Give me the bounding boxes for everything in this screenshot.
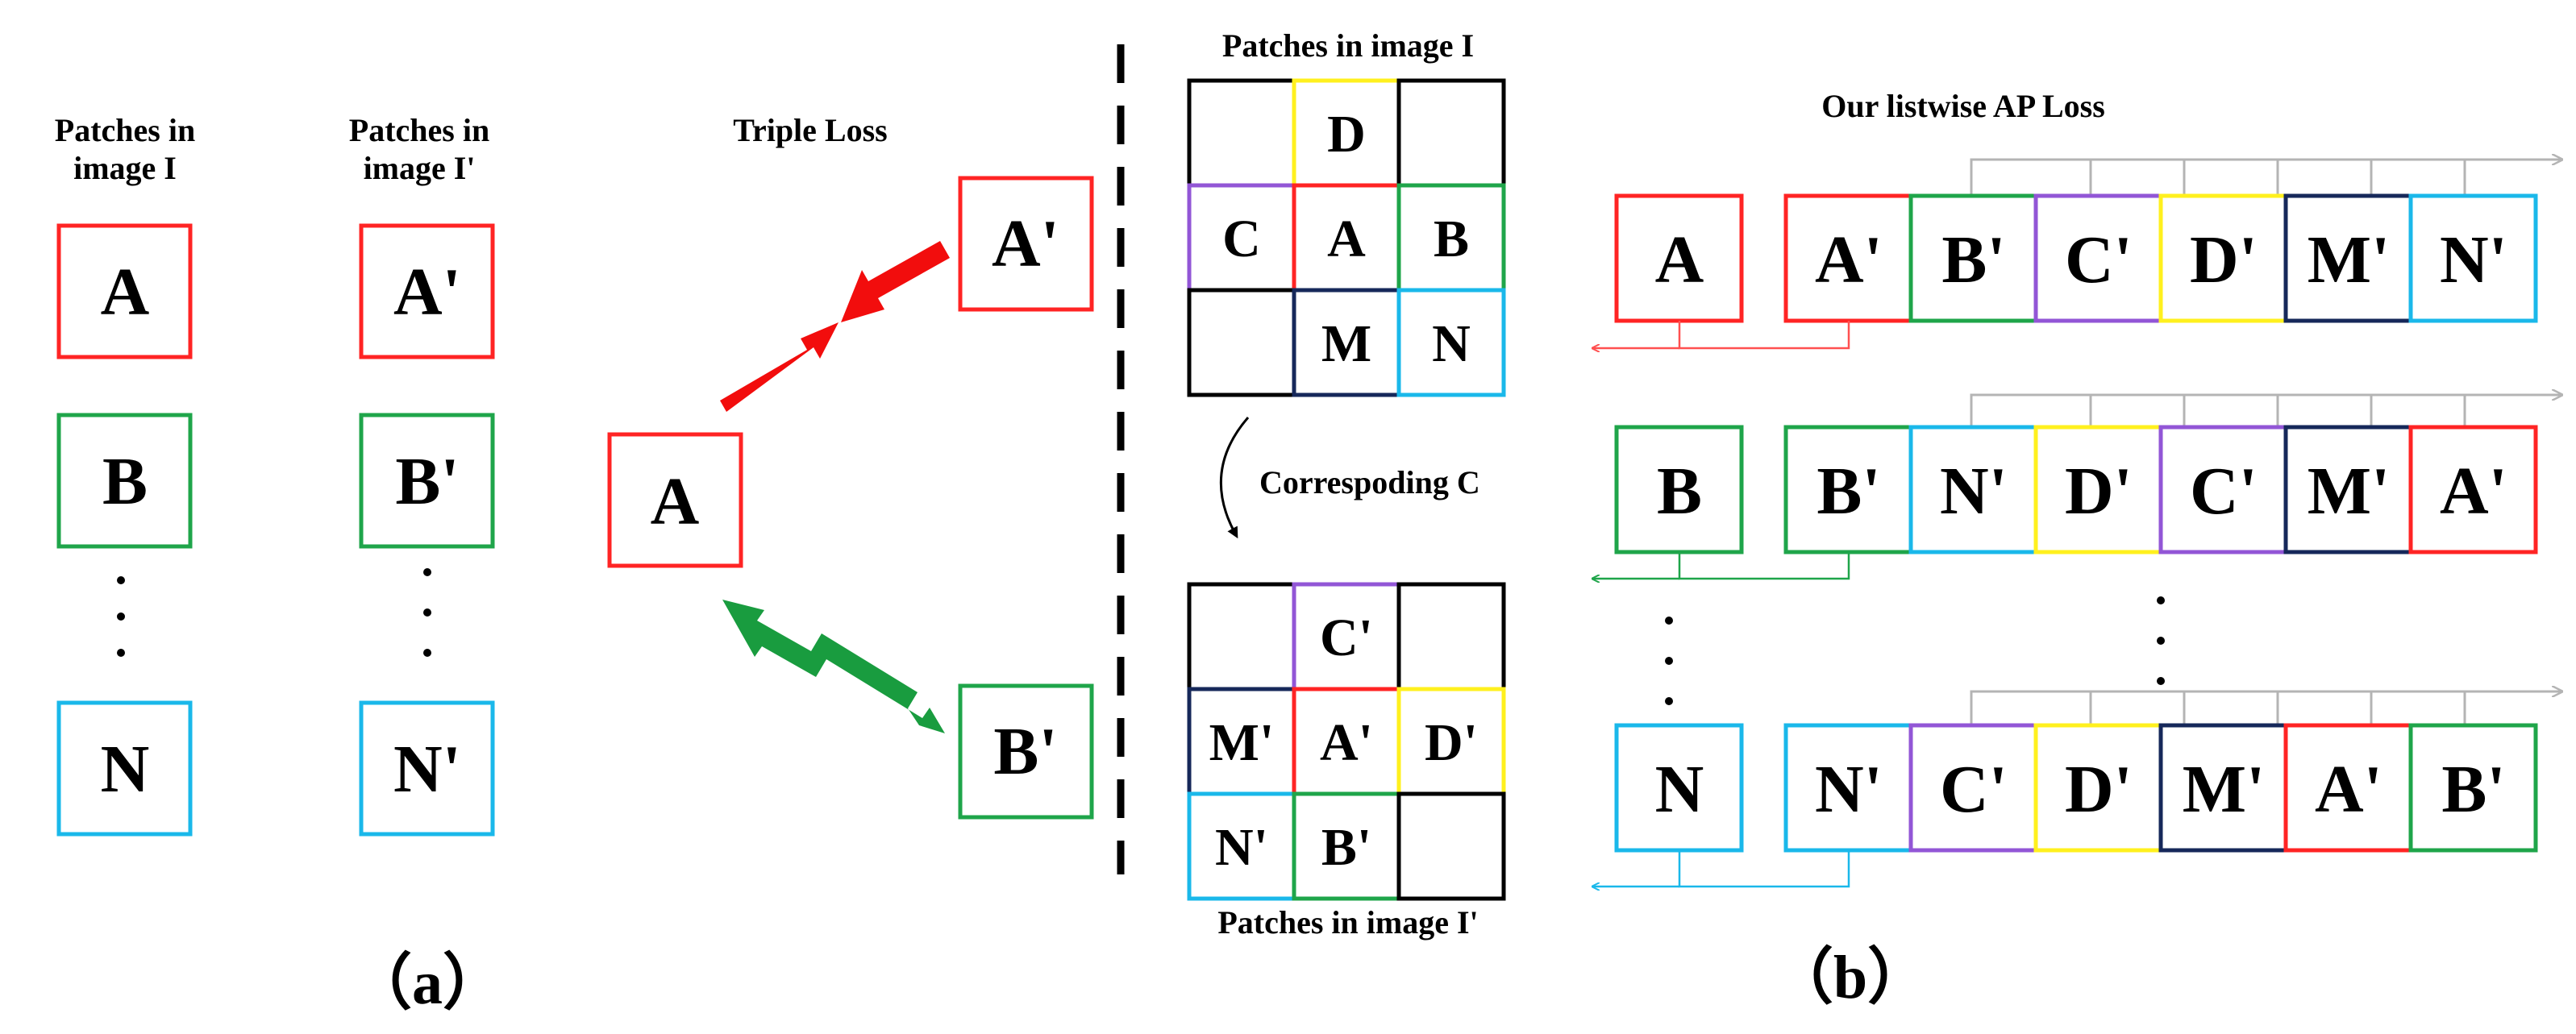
row1-item-5 [2408, 193, 2538, 323]
grid-bottom-label-7: B' [1321, 818, 1371, 877]
rank-row-2: B B' N' D' C' M' A' [1592, 395, 2562, 579]
patch-box-a-prime [359, 223, 495, 359]
patch-label-n: N [101, 732, 150, 807]
correspondence-arrow [1219, 417, 1250, 539]
row3-query-label: N [1655, 752, 1704, 827]
grid-top-label-1: D [1327, 105, 1366, 164]
row1-connector-ticks [2089, 160, 2466, 196]
rows-ellipsis-left [1665, 617, 1673, 705]
row3-item-2-label: D' [2065, 752, 2133, 827]
row1-bottom-bracket [1678, 321, 1850, 350]
panel-a-lists: Patches in image I Patches in image I' A… [55, 112, 495, 837]
row2-connector-ticks [2089, 395, 2466, 427]
pull-arrow-from-positive [841, 241, 950, 322]
rank-row-3: N N' C' D' M' A' B' [1592, 691, 2562, 887]
grid-top-cell-0 [1187, 78, 1296, 188]
row1-top-connector [1970, 160, 2562, 196]
push-arrow [722, 600, 945, 733]
grid-top-label-3: C [1222, 210, 1261, 268]
grid-top-label-5: B [1434, 210, 1469, 268]
row3-item-5 [2408, 723, 2538, 853]
patch-label-b: B [102, 444, 148, 519]
col2-ellipsis [423, 568, 431, 657]
grid-bottom-label-4: A' [1320, 713, 1373, 772]
row2-bottom-bracket [1678, 552, 1850, 580]
row1-query-label: A [1655, 222, 1704, 297]
row3-item-0-label: N' [1815, 752, 1883, 827]
negative-box [958, 683, 1094, 820]
row2-item-0-label: B' [1817, 454, 1880, 529]
grid-bottom-label-5: D' [1425, 713, 1478, 772]
grid-top-label-7: M [1321, 314, 1371, 373]
ap-loss-title: Our listwise AP Loss [1821, 88, 2105, 124]
patch-box-n-prime [359, 700, 495, 837]
grid-top-label-4: A [1327, 210, 1366, 268]
row1-item-5-label: N' [2440, 222, 2507, 297]
triple-loss-title: Triple Loss [733, 112, 888, 148]
patch-box-n [56, 700, 193, 837]
col1-ellipsis [117, 576, 125, 657]
grid-bottom-caption: Patches in image I' [1217, 904, 1478, 941]
row2-item-2-label: D' [2065, 454, 2133, 529]
row2-item-1-label: N' [1940, 454, 2008, 529]
patch-label-b-prime: B' [395, 444, 459, 519]
grid-top-label-8: N [1432, 314, 1471, 373]
sublabel-a: （a） [351, 949, 504, 1017]
grid-top-cell-8 [1396, 288, 1506, 397]
col1-caption-line1: Patches in [55, 112, 195, 148]
positive-box [958, 176, 1094, 312]
patch-label-a: A [101, 255, 150, 330]
grid-top-cell-2 [1396, 78, 1506, 188]
positive-label: A' [992, 206, 1059, 281]
patch-box-b [56, 413, 193, 549]
pull-arrow-from-anchor [720, 322, 839, 412]
panel-b: Our listwise AP Loss A A' B' C' D' M' N' [1592, 88, 2562, 1011]
row1-item-2-label: C' [2065, 222, 2133, 297]
anchor-box [607, 432, 743, 568]
grid-top-cell-6 [1187, 288, 1296, 397]
patch-box-b-prime [359, 413, 495, 549]
correspondence-group: Patches in image I D C A B M N Correspod… [1187, 27, 1506, 941]
col2-caption-line1: Patches in [349, 112, 489, 148]
row2-query-label: B [1657, 454, 1702, 529]
row2-item-5 [2408, 425, 2538, 554]
row3-top-connector [1970, 691, 2562, 725]
patch-label-n-prime: N' [393, 732, 461, 807]
patch-label-a-prime: A' [393, 255, 461, 330]
row1-item-0-label: A' [1815, 222, 1883, 297]
triple-loss-group: Triple Loss A A' B' [607, 112, 1094, 820]
negative-label: B' [993, 714, 1057, 789]
col2-caption-line2: image I' [364, 150, 476, 186]
row1-item-3-label: D' [2190, 222, 2258, 297]
row2-item-3-label: C' [2190, 454, 2258, 529]
grid-bottom-cell-8 [1396, 791, 1506, 901]
row2-item-4-label: M' [2308, 454, 2391, 529]
row3-item-3-label: M' [2183, 752, 2266, 827]
row1-item-4-label: M' [2308, 222, 2391, 297]
row2-top-connector [1970, 395, 2562, 427]
rank-row-1: A A' B' C' D' M' N' [1592, 160, 2562, 348]
row1-item-1-label: B' [1941, 222, 2005, 297]
rows-ellipsis-right [2157, 596, 2165, 685]
patch-box-a [56, 223, 193, 359]
row3-connector-ticks [2089, 691, 2466, 725]
grid-bottom-label-1: C' [1320, 608, 1373, 667]
col1-caption-line2: image I [73, 150, 177, 186]
row3-item-1-label: C' [1940, 752, 2008, 827]
row3-item-5-label: B' [2441, 752, 2505, 827]
sublabel-b: （b） [1772, 944, 1929, 1011]
grid-bottom-label-6: N' [1215, 818, 1268, 877]
row2-item-5-label: A' [2440, 454, 2507, 529]
row3-item-4-label: A' [2315, 752, 2382, 827]
grid-bottom-label-3: M' [1209, 713, 1275, 772]
correspond-label: Correspoding C [1259, 464, 1480, 500]
anchor-label: A [651, 464, 700, 539]
grid-bottom-cell-2 [1396, 582, 1506, 691]
row3-bottom-bracket [1678, 850, 1850, 888]
grid-bottom-cell-0 [1187, 582, 1296, 691]
grid-top-caption: Patches in image I [1222, 27, 1474, 64]
